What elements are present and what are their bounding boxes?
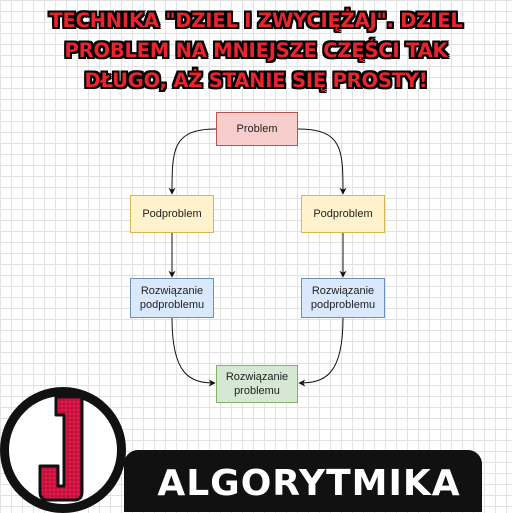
edge-solution-right-to-final	[298, 317, 344, 387]
node-solution-left: Rozwiązanie podproblemu	[130, 278, 214, 318]
edge-problem-to-subproblem-right	[297, 128, 347, 195]
edge-solution-left-to-final	[171, 317, 216, 387]
headline-line-2: PROBLEM NA MNIEJSZE CZĘŚCI TAK	[64, 39, 448, 62]
brand-name: ALGORYTMIKA	[157, 462, 461, 504]
headline-line-1: TECHNIKA "DZIEL I ZWYCIĘŻAJ". DZIEL	[49, 9, 463, 32]
node-subproblem-right: Podproblem	[301, 195, 385, 233]
node-problem: Problem	[216, 112, 298, 146]
edge-problem-to-subproblem-left	[168, 128, 217, 195]
logo-badge	[0, 387, 126, 513]
brand-bar: ALGORYTMIKA	[124, 450, 482, 512]
node-subproblem-left: Podproblem	[130, 195, 214, 233]
headline: TECHNIKA "DZIEL I ZWYCIĘŻAJ". DZIEL PROB…	[0, 6, 512, 96]
node-final-solution: Rozwiązanie problemu	[216, 365, 298, 403]
node-solution-right: Rozwiązanie podproblemu	[301, 278, 385, 318]
headline-line-3: DŁUGO, AŻ STANIE SIĘ PROSTY!	[84, 69, 428, 92]
